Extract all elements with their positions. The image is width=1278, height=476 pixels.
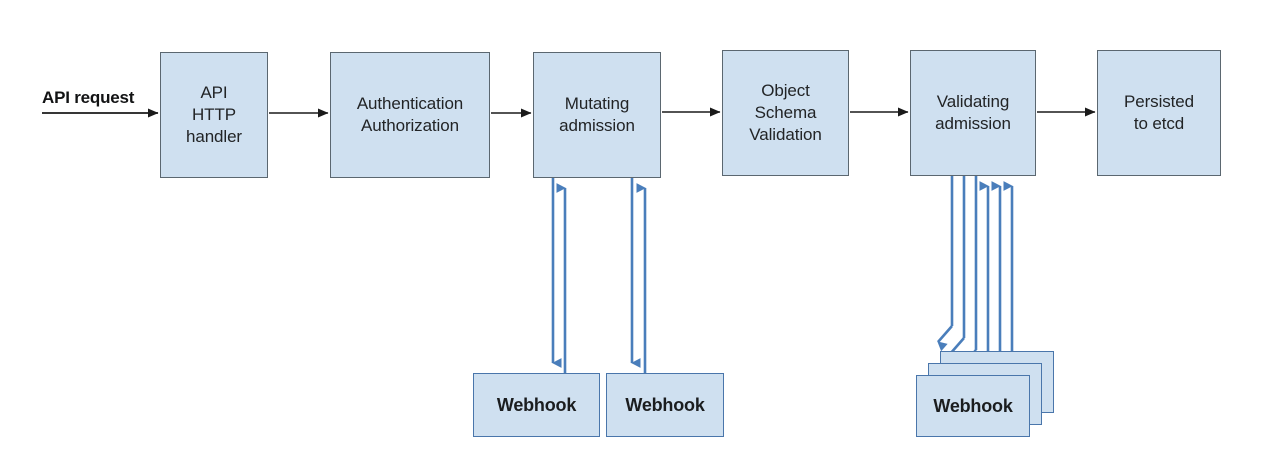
- stage-box-object-schema-validation[interactable]: Object Schema Validation: [722, 50, 849, 176]
- stage-box-api-http-handler[interactable]: API HTTP handler: [160, 52, 268, 178]
- stage-box-authn-authz[interactable]: Authentication Authorization: [330, 52, 490, 178]
- mutating-call-1: [551, 178, 567, 373]
- webhook-box-mutating-2[interactable]: Webhook: [606, 373, 724, 437]
- stage-box-validating-admission[interactable]: Validating admission: [910, 50, 1036, 176]
- validating-calls-responses: [979, 181, 1014, 375]
- webhook-box-mutating-1[interactable]: Webhook: [473, 373, 600, 437]
- webhook-label: Webhook: [625, 394, 705, 415]
- stage-box-persisted-to-etcd[interactable]: Persisted to etcd: [1097, 50, 1221, 176]
- stage-box-mutating-admission[interactable]: Mutating admission: [533, 52, 661, 178]
- api-request-label: API request: [42, 88, 135, 107]
- mutating-call-2: [630, 178, 647, 373]
- webhook-label: Webhook: [496, 394, 577, 415]
- webhook-box-validating[interactable]: Webhook: [916, 375, 1030, 437]
- validating-call-1-request-elbow: [937, 325, 953, 352]
- webhook-label: Webhook: [933, 395, 1013, 416]
